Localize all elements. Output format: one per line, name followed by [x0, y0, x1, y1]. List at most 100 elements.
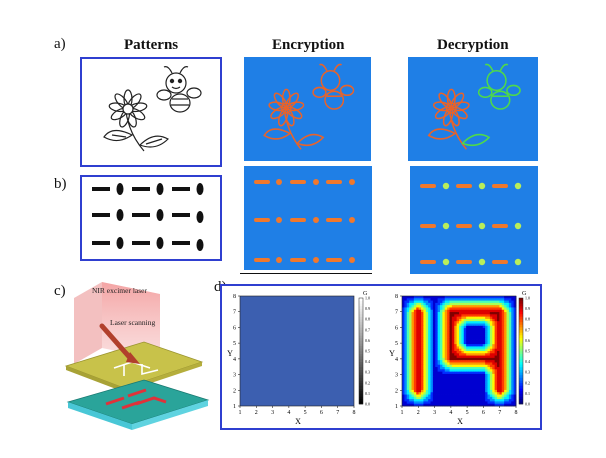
heatmap-cell — [468, 364, 472, 368]
heatmap-cell — [482, 371, 486, 375]
heatmap-cell — [447, 316, 450, 320]
heatmap-cell — [409, 385, 412, 389]
heatmap-cell — [449, 387, 453, 391]
heatmap-cell — [451, 385, 455, 389]
heatmap-cell — [508, 337, 512, 340]
heatmap-cell — [406, 325, 410, 329]
heatmap-cell — [447, 360, 450, 363]
heatmap-cell — [409, 348, 412, 352]
heatmap-cell — [506, 357, 510, 361]
heatmap-cell — [425, 332, 429, 336]
heatmap-cell — [456, 298, 460, 301]
x-tick-label: 5 — [304, 410, 307, 416]
heatmap-cell — [444, 296, 448, 299]
heatmap-cell — [497, 376, 500, 379]
colorbar-segment — [359, 351, 363, 354]
heatmap-cell — [485, 341, 488, 345]
heatmap-cell — [470, 341, 474, 345]
heatmap-cell — [440, 364, 443, 368]
heatmap-cell — [406, 389, 410, 393]
heatmap-cell — [487, 369, 491, 373]
heatmap-cell — [406, 369, 410, 373]
heatmap-cell — [432, 312, 436, 315]
heatmap-cell — [435, 325, 439, 329]
heatmap-cell — [461, 364, 465, 368]
heatmap-cell — [489, 392, 493, 395]
heatmap-cell — [485, 328, 488, 331]
heatmap-cell — [444, 403, 448, 407]
heatmap-cell — [499, 387, 503, 391]
heatmap-cell — [421, 296, 424, 299]
heatmap-cell — [413, 309, 417, 313]
heatmap-cell — [480, 376, 484, 379]
heatmap-cell — [402, 316, 405, 320]
heatmap-cell — [506, 378, 510, 382]
heatmap-cell — [447, 330, 450, 334]
heatmap-cell — [511, 302, 515, 306]
heatmap-cell — [508, 357, 512, 361]
heatmap-cell — [497, 362, 500, 366]
heatmap-cell — [404, 346, 408, 350]
heatmap-cell — [501, 302, 505, 306]
heatmap-cell — [492, 371, 496, 375]
heatmap-cell — [454, 314, 458, 318]
heatmap-cell — [478, 378, 481, 382]
heatmap-cell — [504, 344, 507, 347]
colorbar-tick-label: 1.0 — [365, 296, 370, 301]
heatmap-cell — [418, 383, 422, 386]
heatmap-cell — [440, 328, 443, 331]
heatmap-cell — [463, 334, 467, 338]
heatmap-cell — [425, 298, 429, 301]
colorbar-segment — [359, 313, 363, 317]
heatmap-cell — [508, 296, 512, 299]
heatmap-cell — [482, 367, 486, 370]
y-tick-label: 7 — [395, 310, 398, 316]
heatmap-cell — [473, 403, 477, 407]
heatmap-cell — [470, 300, 474, 304]
heatmap-cell — [413, 334, 417, 338]
y-tick-label: 1 — [395, 404, 398, 410]
heatmap-cell — [501, 373, 505, 377]
heatmap-cell — [492, 314, 496, 318]
heatmap-cell — [463, 302, 467, 306]
colorbar-segment — [519, 303, 523, 307]
heatmap-cell — [511, 325, 515, 329]
heatmap-cell — [423, 309, 427, 313]
heatmap-cell — [501, 296, 505, 299]
heatmap-cell — [459, 360, 462, 363]
heatmap-cell — [489, 357, 493, 361]
heatmap-cell — [442, 300, 446, 304]
heatmap-cell — [454, 325, 458, 329]
heatmap-cell — [404, 373, 408, 377]
heatmap-cell — [473, 383, 477, 386]
heatmap-cell — [423, 371, 427, 375]
heatmap-cell — [494, 362, 498, 366]
heatmap-cell — [492, 348, 496, 352]
heatmap-cell — [470, 373, 474, 377]
heatmap-cell — [459, 339, 462, 343]
heatmap-cell — [470, 380, 474, 384]
heatmap-cell — [506, 318, 510, 322]
heatmap-cell — [447, 389, 450, 393]
heatmap-cell — [480, 341, 484, 345]
heatmap-cell — [409, 362, 412, 366]
heatmap-cell — [449, 392, 453, 395]
heatmap-cell — [423, 300, 427, 304]
heatmap-cell — [492, 389, 496, 393]
heatmap-cell — [432, 302, 436, 306]
heatmap-cell — [402, 364, 405, 368]
heatmap-cell — [449, 399, 453, 402]
heatmap-cell — [482, 305, 486, 308]
heatmap-cell — [430, 371, 434, 375]
heatmap-uniform-xlabel: X — [295, 417, 301, 426]
heatmap-cell — [416, 403, 420, 407]
heatmap-cell — [489, 389, 493, 393]
heatmap-cell — [454, 357, 458, 361]
heatmap-cell — [492, 373, 496, 377]
heatmap-cell — [508, 325, 512, 329]
heatmap-cell — [470, 401, 474, 405]
heatmap-cell — [497, 353, 500, 356]
colorbar-segment — [359, 382, 363, 386]
heatmap-cell — [475, 348, 479, 352]
heatmap-cell — [480, 367, 484, 370]
